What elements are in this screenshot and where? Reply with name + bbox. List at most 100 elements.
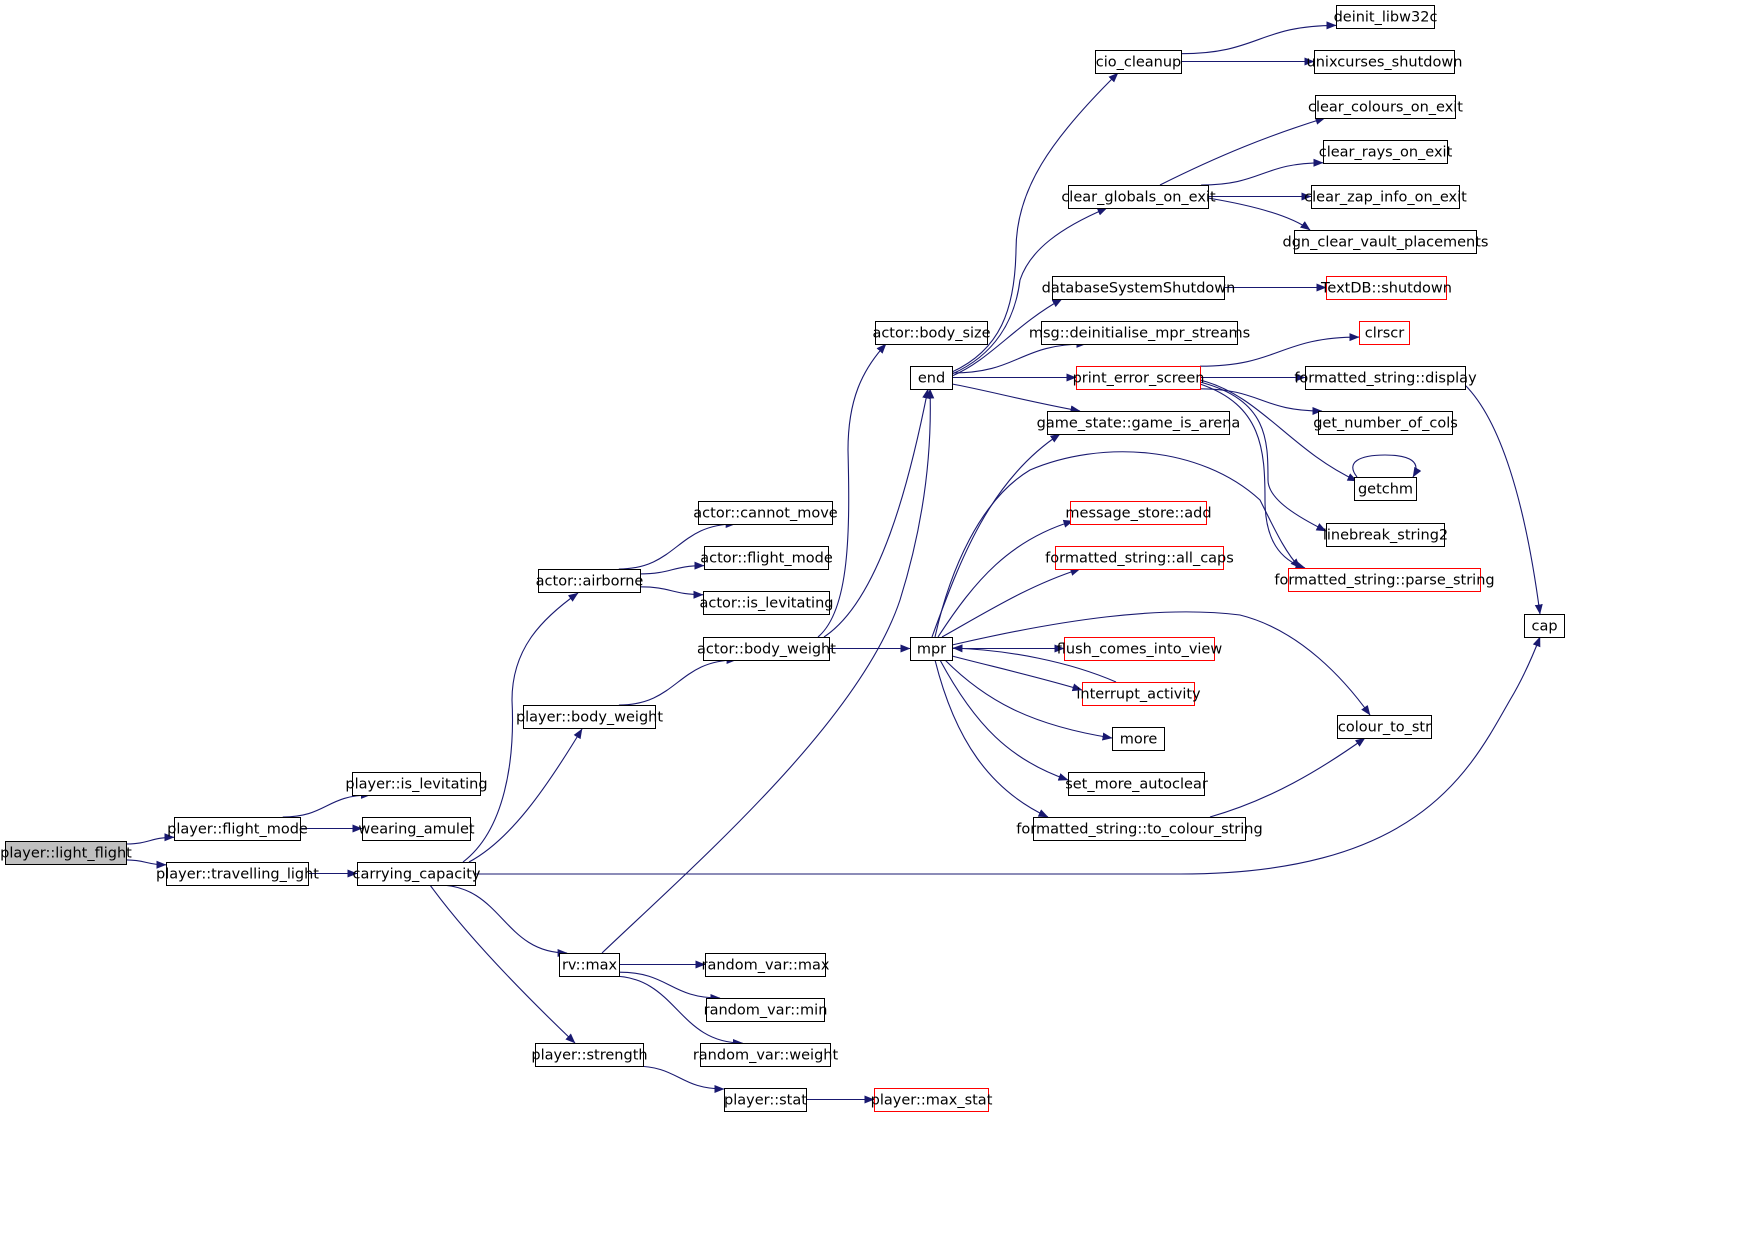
- node-box: [1052, 276, 1225, 300]
- node-box: [1336, 5, 1435, 29]
- node-label: mpr: [917, 642, 946, 658]
- node-random-var-weight[interactable]: random_var::weight: [693, 1043, 839, 1067]
- node-clear-globals-on-exit[interactable]: clear_globals_on_exit: [1061, 185, 1216, 209]
- node-flush-comes-into-view[interactable]: flush_comes_into_view: [1057, 637, 1223, 661]
- edge-actor-body-weight-to-end: [823, 388, 931, 638]
- node-actor-flight-mode[interactable]: actor::flight_mode: [700, 546, 833, 570]
- node-clear-rays-on-exit[interactable]: clear_rays_on_exit: [1319, 140, 1453, 164]
- edge-actor-body-weight-to-actor-body-size: [817, 343, 887, 638]
- node-box: [703, 591, 830, 615]
- node-clear-zap-info-on-exit[interactable]: clear_zap_info_on_exit: [1304, 185, 1467, 209]
- edge-print-error-screen-to-linebreak-string2: [1199, 381, 1327, 532]
- node-linebreak-string2[interactable]: linebreak_string2: [1323, 523, 1448, 547]
- node-actor-body-size[interactable]: actor::body_size: [872, 321, 991, 345]
- node-textdb-shutdown[interactable]: TextDB::shutdown: [1320, 276, 1452, 300]
- node-label: player::flight_mode: [167, 822, 308, 838]
- node-label: more: [1120, 732, 1158, 748]
- edge-mpr-to-fs-parse-string: [934, 451, 1301, 638]
- node-box: [1068, 772, 1205, 796]
- node-msg-deinit[interactable]: msg::deinitialise_mpr_streams: [1029, 321, 1250, 345]
- node-label: random_var::weight: [693, 1048, 839, 1064]
- node-box: [704, 546, 829, 570]
- node-colour-to-str[interactable]: colour_to_str: [1337, 715, 1432, 739]
- node-label: actor::airborne: [536, 574, 644, 590]
- node-interrupt-activity[interactable]: interrupt_activity: [1076, 682, 1201, 706]
- edge-mpr-to-fs-all-caps: [941, 568, 1081, 638]
- edge-rv-max-to-random-var-weight: [611, 975, 743, 1047]
- edge-end-to-clear-globals-on-exit: [951, 207, 1108, 375]
- node-random-var-min[interactable]: random_var::min: [704, 998, 828, 1022]
- node-random-var-max[interactable]: random_var::max: [701, 953, 830, 977]
- node-fs-all-caps[interactable]: formatted_string::all_caps: [1045, 546, 1234, 570]
- node-player-strength[interactable]: player::strength: [531, 1043, 648, 1067]
- node-unixcurses-shutdown[interactable]: unixcurses_shutdown: [1307, 50, 1463, 74]
- edge-getchm-to-getchm: [1352, 454, 1422, 478]
- node-label: actor::body_size: [872, 326, 990, 342]
- node-dgn-clear-vault-placements[interactable]: dgn_clear_vault_placements: [1283, 230, 1489, 254]
- edge-carrying-capacity-to-actor-airborne: [462, 592, 579, 863]
- node-label: rv::max: [562, 958, 618, 974]
- node-fs-to-colour-string[interactable]: formatted_string::to_colour_string: [1016, 817, 1263, 841]
- node-box: [1064, 637, 1215, 661]
- edge-print-error-screen-to-fs-parse-string: [1199, 383, 1306, 569]
- node-box: [910, 366, 953, 390]
- node-box: [1112, 727, 1165, 751]
- node-box: [910, 637, 953, 661]
- node-label: formatted_string::to_colour_string: [1016, 822, 1262, 838]
- node-clrscr[interactable]: clrscr: [1359, 321, 1410, 345]
- node-print-error-screen[interactable]: print_error_screen: [1073, 366, 1205, 390]
- node-box: [538, 569, 641, 593]
- node-label: print_error_screen: [1073, 371, 1205, 387]
- node-label: cap: [1531, 619, 1557, 635]
- node-box: [1354, 477, 1417, 501]
- node-box: [1318, 411, 1453, 435]
- node-player-body-weight[interactable]: player::body_weight: [516, 705, 663, 729]
- node-box: [1323, 140, 1448, 164]
- node-getchm[interactable]: getchm: [1354, 477, 1417, 501]
- node-box: [1359, 321, 1410, 345]
- node-fs-display[interactable]: formatted_string::display: [1294, 366, 1477, 390]
- node-box: [1326, 523, 1445, 547]
- node-fs-parse-string[interactable]: formatted_string::parse_string: [1274, 568, 1495, 592]
- node-player-max-stat[interactable]: player::max_stat: [871, 1088, 993, 1112]
- node-mpr[interactable]: mpr: [910, 637, 953, 661]
- node-databaseSystemShutdown[interactable]: databaseSystemShutdown: [1042, 276, 1236, 300]
- node-set-more-autoclear[interactable]: set_more_autoclear: [1065, 772, 1208, 796]
- node-cap[interactable]: cap: [1524, 614, 1565, 638]
- node-travelling-light[interactable]: player::travelling_light: [156, 862, 319, 886]
- node-get-number-of-cols[interactable]: get_number_of_cols: [1313, 411, 1458, 435]
- node-clear-colours-on-exit[interactable]: clear_colours_on_exit: [1308, 95, 1463, 119]
- node-end[interactable]: end: [910, 366, 953, 390]
- node-box: [724, 1088, 807, 1112]
- node-box: [875, 321, 988, 345]
- node-box: [1294, 230, 1477, 254]
- node-player-stat[interactable]: player::stat: [724, 1088, 807, 1112]
- edge-mpr-to-message-store-add: [937, 519, 1074, 638]
- node-box: [1337, 715, 1432, 739]
- node-cio-cleanup[interactable]: cio_cleanup: [1095, 50, 1182, 74]
- node-label: clear_globals_on_exit: [1061, 190, 1216, 206]
- node-more[interactable]: more: [1112, 727, 1165, 751]
- node-game-is-arena[interactable]: game_state::game_is_arena: [1037, 411, 1241, 435]
- node-actor-is-levitating[interactable]: actor::is_levitating: [700, 591, 834, 615]
- node-box: [1305, 366, 1466, 390]
- node-label: game_state::game_is_arena: [1037, 416, 1241, 432]
- edge-interrupt-activity-to-mpr: [952, 644, 1117, 683]
- node-flight-mode[interactable]: player::flight_mode: [167, 817, 308, 841]
- node-label: formatted_string::display: [1294, 371, 1477, 387]
- node-actor-body-weight[interactable]: actor::body_weight: [697, 637, 836, 661]
- node-carrying-capacity[interactable]: carrying_capacity: [353, 862, 481, 886]
- node-label: player::stat: [724, 1093, 807, 1109]
- node-label: random_var::max: [701, 958, 829, 974]
- node-deinit-libw32c[interactable]: deinit_libw32c: [1334, 5, 1438, 29]
- edge-actor-airborne-to-actor-is-levitating: [639, 586, 704, 599]
- node-label: clrscr: [1365, 326, 1404, 342]
- node-is-levitating[interactable]: player::is_levitating: [345, 772, 488, 796]
- node-actor-airborne[interactable]: actor::airborne: [536, 569, 644, 593]
- node-light-flight[interactable]: player::light_flight: [0, 841, 132, 865]
- node-rv-max[interactable]: rv::max: [559, 953, 620, 977]
- node-wearing-amulet[interactable]: wearing_amulet: [358, 817, 475, 841]
- node-message-store-add[interactable]: message_store::add: [1065, 501, 1212, 525]
- node-actor-cannot-move[interactable]: actor::cannot_move: [693, 501, 838, 525]
- node-box: [1055, 546, 1224, 570]
